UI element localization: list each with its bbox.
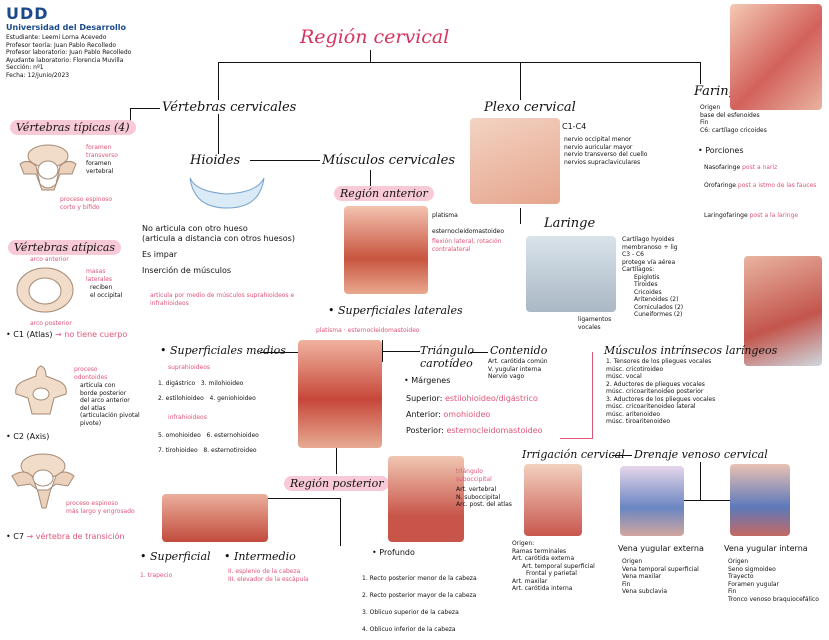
plexo-range: C1-C4 [562, 122, 587, 131]
hioides-point-1: No articula con otro hueso [142, 224, 248, 233]
vertebras-heading: Vértebras cervicales [162, 100, 297, 115]
musculos-heading: Músculos cervicales [322, 153, 456, 168]
lig-vocales-label: ligamentos vocales [578, 316, 612, 331]
vertebras-tipicas: Vértebras típicas (4) [10, 120, 136, 135]
porcion-laringo: Laringofaringe post a la laringe [704, 212, 799, 219]
student-meta: Estudiante: Leemi Lorna Acevedo Profesor… [6, 34, 131, 79]
atipicas-arco-ant: arco anterior [30, 256, 69, 263]
c1-label: • C1 (Atlas) → no tiene cuerpo [6, 330, 128, 339]
irrigacion-heading: Irrigación cervical [522, 448, 625, 461]
laringe-cartilages-illustration [526, 236, 616, 312]
hioides-points: No articula con otro hueso (articula a d… [142, 224, 295, 276]
region-anterior-heading: Región anterior [334, 186, 434, 201]
intrinsecos-list: 1. Tensores de los pliegues vocales músc… [606, 358, 716, 425]
drenaje-int-illustration [730, 464, 790, 536]
typical-vertebra-illustration [19, 144, 77, 191]
hioides-point-4: Inserción de músculos [142, 266, 232, 275]
superficial-heading: • Superficial [140, 550, 211, 563]
intermedio-heading: • Intermedio [224, 550, 296, 563]
margen-anterior: Anterior: omohioideo [406, 410, 491, 419]
meta-seccion: Sección: nº1 [6, 64, 44, 71]
meta-fecha: Fecha: 12/junio/2023 [6, 71, 70, 79]
profundo-heading: • Profundo [372, 548, 415, 557]
atlas-illustration [16, 267, 74, 313]
superficial-item: 1. trapecio [140, 572, 173, 579]
margenes-heading: • Márgenes [404, 376, 451, 385]
university-name: Universidad del Desarrollo [6, 23, 126, 32]
laringe-muscles-illustration [744, 256, 822, 366]
drenaje-ext-illustration [620, 466, 684, 536]
margen-superior: Superior: estilohioideo/digástrico [406, 394, 538, 403]
yugular-interna-heading: Vena yugular interna [724, 544, 808, 553]
faringe-illustration [730, 4, 822, 110]
plexo-illustration [470, 118, 560, 204]
suboccipital-illustration [388, 456, 464, 542]
contenido-heading: Contenido [490, 344, 548, 357]
axis-illustration [15, 365, 67, 415]
back-muscles-illustration [162, 494, 268, 542]
intrinsecos-heading: Músculos intrínsecos laríngeos [604, 344, 778, 357]
hioides-note: articula por medio de músculos suprahioi… [150, 292, 295, 307]
neck-anterior-illustration [344, 206, 428, 294]
meta-student: Estudiante: Leemi Lorna Acevedo [6, 34, 107, 41]
suboccipital-label: triángulo suboccipital [456, 468, 492, 483]
drenaje-heading: Drenaje venoso cervical [634, 448, 768, 461]
vertebras-atipicas: Vértebras atípicas [8, 240, 122, 255]
neck-muscles-illustration [298, 340, 382, 448]
supra-list: 1. digástrico 3. milohioideo 2. estilohi… [158, 380, 256, 402]
c2-label: • C2 (Axis) [6, 432, 50, 441]
irrigacion-illustration [524, 464, 582, 536]
c7-illustration [11, 453, 75, 509]
ant-note: flexión lateral, rotación contralateral [432, 238, 502, 253]
yugular-externa-heading: Vena yugular externa [618, 544, 704, 553]
hioides-point-3: Es impar [142, 250, 178, 259]
porciones-heading: • Porciones [698, 146, 744, 155]
laringe-heading: Laringe [544, 216, 596, 231]
region-posterior-heading: Región posterior [284, 476, 390, 491]
suprahioideos-label: suprahioideos [168, 364, 210, 371]
infra-list: 5. omohioideo 6. esternohioideo 7. tiroh… [158, 432, 259, 454]
sup-laterales-heading: • Superficiales laterales [328, 304, 463, 317]
meta-prof-teoria: Profesor teoría: Juan Pablo Recolledo [6, 41, 117, 49]
triangulo-heading: Triángulo carotídeo [420, 344, 475, 370]
c7-label: • C7 → vértebra de transición [6, 532, 125, 541]
ant-label-ecm: esternocleidomastoideo [432, 228, 505, 235]
hioides-heading: Hioides [190, 153, 241, 168]
hioides-point-2: (articula a distancia con otros huesos) [142, 234, 295, 243]
ant-label-platisma: platisma [432, 212, 458, 219]
university-logo: UDD Universidad del Desarrollo [6, 4, 146, 32]
porcion-naso: Nasofaringe post a nariz [704, 164, 778, 171]
porcion-oro: Orofaringe post a istmo de las fauces [704, 182, 817, 189]
plexo-heading: Plexo cervical [484, 100, 576, 115]
margen-posterior: Posterior: esternocleidomastoideo [406, 426, 543, 435]
infrahioideos-label: infrahioideos [168, 414, 207, 421]
logo-mark: UDD [6, 4, 49, 23]
meta-prof-lab: Profesor laboratorio: Juan Pablo Recolle… [6, 49, 132, 56]
hyoid-illustration [189, 177, 265, 209]
meta-ayudante: Ayudante laboratorio: Florencia Muvilla [6, 56, 124, 64]
atipicas-arco-post: arco posterior [30, 320, 72, 327]
sup-medios-heading: • Superficiales medios [160, 344, 286, 357]
sup-laterales-items: platisma · esternocleidomastoideo [316, 327, 420, 334]
page-title: Región cervical [300, 26, 450, 48]
